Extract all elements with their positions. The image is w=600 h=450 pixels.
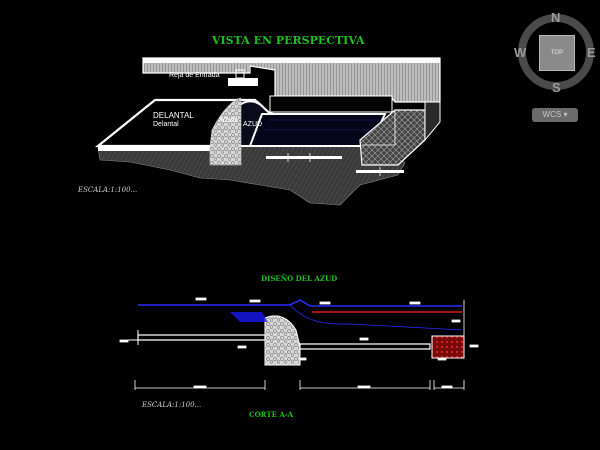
upstream-channel [269, 95, 393, 113]
section-dimensions [119, 297, 479, 390]
wcs-label: WCS [542, 110, 562, 119]
chevron-down-icon: ▾ [563, 110, 568, 119]
water-line-section [138, 299, 462, 307]
label-reja-entrada: Reja de Entrada [169, 72, 220, 79]
section-crest-water [230, 312, 268, 322]
label-delantal-upper: DELANTAL [153, 111, 194, 120]
section-gabion [431, 335, 465, 359]
section-left-slab [137, 334, 266, 341]
delantal-front-edge [98, 146, 212, 151]
label-azud-lower: AZUD [243, 121, 263, 128]
azud-stone-face [209, 97, 242, 166]
back-wall-cap [143, 58, 440, 63]
compass-east[interactable]: E [587, 45, 596, 60]
dim-bar-1 [266, 156, 342, 159]
section-cut-label: CORTE A-A [249, 410, 294, 419]
right-side-wall [424, 101, 441, 142]
compass-north[interactable]: N [551, 10, 561, 25]
section-title: DISEÑO DEL AZUD [261, 274, 338, 283]
viewcube[interactable]: TOP N S W E [514, 10, 598, 96]
viewcube-top-face[interactable]: TOP [539, 35, 575, 71]
label-delantal-lower: Delantal [153, 121, 179, 128]
label-azud-upper: Azud [219, 115, 238, 124]
section-azud [264, 315, 301, 366]
section-scale: ESCALA:1:100... [142, 401, 202, 409]
reja-structure [228, 78, 258, 86]
compass-ring-icon[interactable] [514, 10, 598, 96]
perspective-title: VISTA EN PERSPECTIVA [212, 34, 365, 47]
compass-south[interactable]: S [552, 80, 561, 95]
wcs-menu-button[interactable]: WCS ▾ [532, 108, 578, 122]
perspective-scale: ESCALA:1:100... [78, 186, 138, 194]
section-right-slab [299, 343, 431, 350]
compass-west[interactable]: W [514, 45, 527, 60]
back-wall [142, 57, 441, 103]
